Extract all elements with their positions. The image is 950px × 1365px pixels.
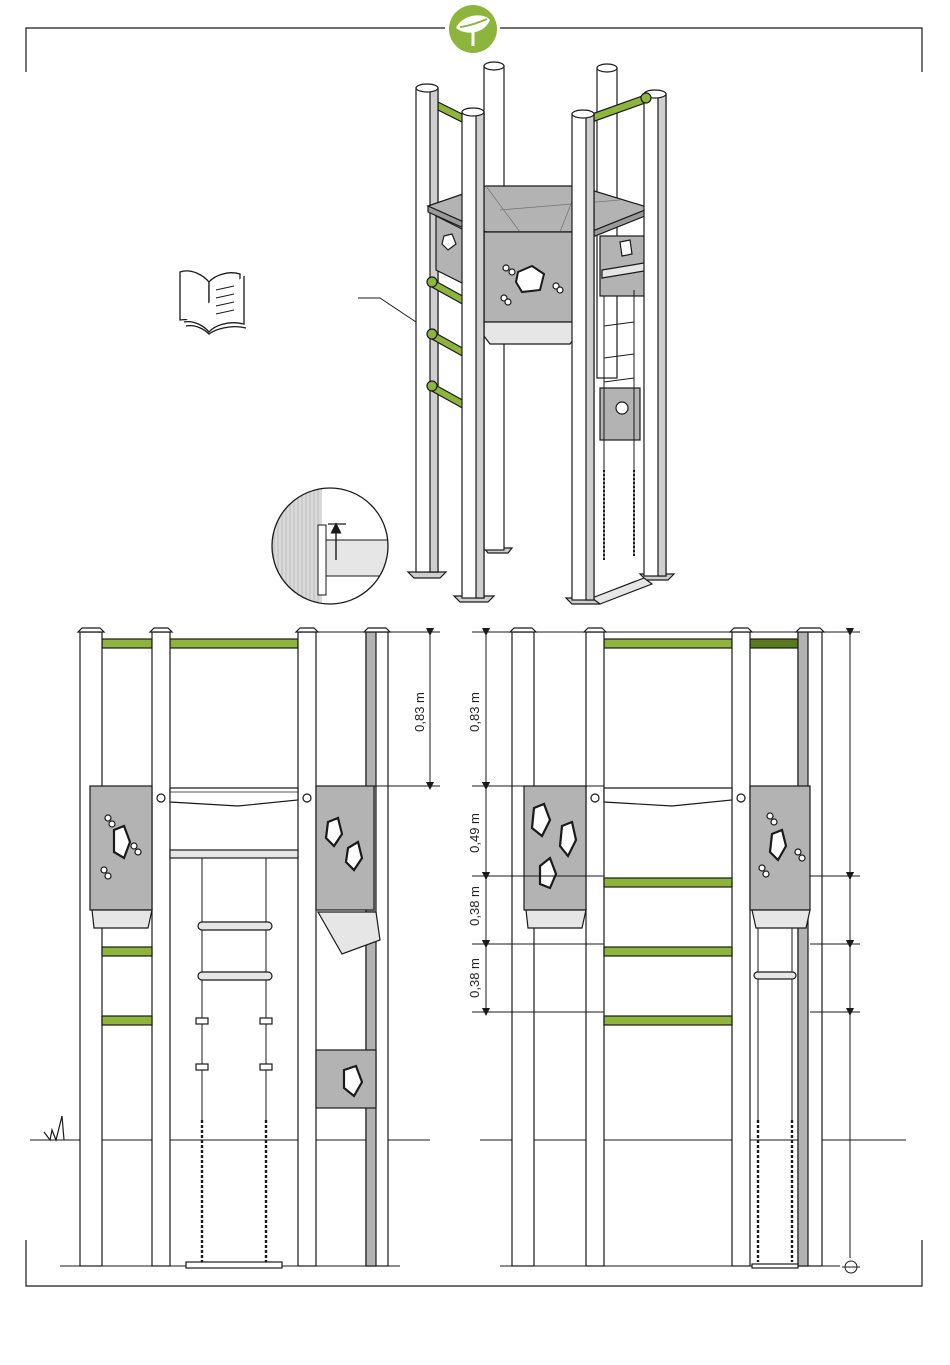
dimension-label-right-3: 0,38 m (467, 886, 482, 926)
open-book-icon (180, 271, 246, 334)
dimension-label-right-4: 0,38 m (467, 958, 482, 998)
dimension-label-right-2: 0,49 m (467, 813, 482, 853)
ground-level-symbol-icon (842, 1261, 860, 1273)
magnified-detail-icon (270, 486, 396, 616)
grass-ground-icon (44, 1116, 64, 1140)
dimension-label-right-1: 0,83 m (467, 692, 482, 732)
leaf-logo-icon (449, 5, 497, 53)
side-elevation-view (472, 628, 906, 1268)
front-elevation-view (30, 628, 440, 1268)
tower-isometric-view (408, 62, 674, 604)
dimension-label-left-1: 0,83 m (412, 692, 427, 732)
